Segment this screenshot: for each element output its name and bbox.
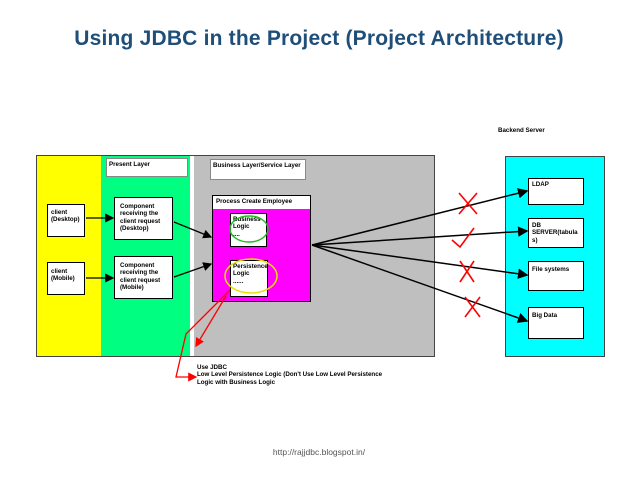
- backend-item-file-systems: File systems: [528, 261, 584, 291]
- backend-item-big-data: Big Data: [528, 307, 584, 339]
- arrow-to-bigdata: [311, 244, 529, 323]
- backend-server-label: Backend Server: [498, 127, 545, 134]
- check-db-mark: [451, 227, 475, 249]
- present-layer-label: Present Layer: [109, 161, 150, 168]
- backend-item-label: Big Data: [532, 312, 558, 319]
- client-column: [37, 156, 101, 356]
- client-desktop-box: client (Desktop): [47, 204, 85, 237]
- backend-item-label: DB SERVER(tabula s): [532, 222, 578, 244]
- present-layer-label-box: Present Layer: [106, 158, 188, 177]
- cross-ldap-mark: [458, 192, 478, 215]
- arrow-to-ldap: [311, 188, 529, 246]
- note-pointer: [195, 295, 227, 348]
- persistence-logic-highlight: [224, 258, 278, 294]
- cross-files-mark: [459, 260, 475, 283]
- persistence-logic-label: Persistence Logic ......: [233, 263, 268, 285]
- layer-divider: [190, 156, 194, 356]
- arrow-to-db: [311, 226, 529, 246]
- component-label: Component receiving the client request (…: [120, 262, 161, 292]
- note-pointer: [175, 289, 231, 382]
- business-layer-label-box: Business Layer/Service Layer: [210, 159, 306, 180]
- arrow-to-files: [311, 244, 529, 279]
- jdbc-note: Use JDBC Low Level Persistence Logic (Do…: [197, 364, 383, 386]
- client-label: client (Desktop): [51, 209, 80, 224]
- cross-bigdata-mark: [464, 296, 481, 318]
- component-desktop-box: Component receiving the client request (…: [114, 197, 173, 240]
- component-mobile-box: Component receiving the client request (…: [114, 256, 173, 299]
- backend-item-db-server: DB SERVER(tabula s): [528, 218, 584, 248]
- arrow-component-mobile: [173, 262, 213, 278]
- slide-title: Using JDBC in the Project (Project Archi…: [74, 27, 564, 50]
- backend-item-label: LDAP: [532, 181, 549, 188]
- arrow-component-desktop: [173, 221, 213, 239]
- process-label: Process Create Employee: [216, 198, 293, 205]
- backend-item-ldap: LDAP: [528, 178, 584, 205]
- business-logic-highlight: [229, 215, 269, 243]
- component-label: Component receiving the client request (…: [120, 203, 161, 233]
- footer-url: http://rajjdbc.blogspot.in/: [272, 447, 366, 457]
- client-mobile-box: client (Mobile): [47, 262, 85, 295]
- process-label-box: Process Create Employee: [213, 196, 310, 209]
- backend-item-label: File systems: [532, 266, 570, 273]
- business-layer-label: Business Layer/Service Layer: [213, 162, 301, 169]
- client-label: client (Mobile): [51, 268, 75, 283]
- business-logic-label: Business Logic ....: [233, 216, 261, 238]
